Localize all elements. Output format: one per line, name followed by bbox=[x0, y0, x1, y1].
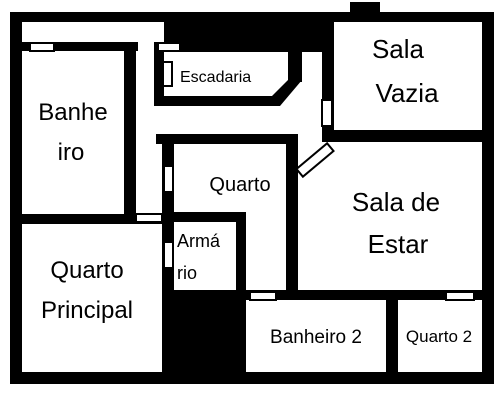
wall-banheiro2-right bbox=[386, 300, 398, 374]
wall-banheiro-right bbox=[124, 42, 136, 218]
door-armario bbox=[163, 241, 174, 269]
outer-wall-right bbox=[482, 12, 494, 384]
wall-escadaria-bottom bbox=[154, 96, 278, 106]
wall-escadaria-right bbox=[288, 42, 302, 82]
wall-escadaria-top bbox=[154, 42, 302, 51]
door-banheiro-bottom bbox=[135, 213, 163, 223]
outer-wall-left bbox=[10, 12, 22, 384]
door-banheiro-2 bbox=[249, 291, 277, 301]
label-quarto-principal-line2: Principal bbox=[41, 297, 133, 324]
label-banheiro-line2: iro bbox=[58, 139, 85, 166]
label-sala-de-estar-line2: Estar bbox=[368, 229, 429, 259]
label-quarto-principal-line1: Quarto bbox=[50, 257, 123, 284]
door-sala-vazia bbox=[321, 99, 333, 127]
wall-sala-estar-bottom bbox=[236, 290, 494, 300]
door-quarto bbox=[163, 165, 174, 193]
label-sala-vazia-line2: Vazia bbox=[375, 78, 439, 108]
label-escadaria: Escadaria bbox=[180, 69, 251, 86]
label-quarto: Quarto bbox=[209, 174, 270, 196]
walls bbox=[10, 2, 494, 384]
label-armario-line2: rio bbox=[177, 263, 197, 283]
room-labels: Banhe iro Escadaria Sala Vazia Quarto Sa… bbox=[38, 34, 472, 348]
outer-wall-bottom bbox=[10, 372, 494, 384]
wall-banheiro-top bbox=[22, 42, 138, 51]
wall-tab-top bbox=[350, 2, 380, 16]
label-sala-vazia-line1: Sala bbox=[372, 34, 425, 64]
door-escadaria-top bbox=[157, 42, 181, 52]
doors bbox=[29, 42, 475, 301]
wall-escadaria-left bbox=[154, 42, 164, 104]
label-quarto-2: Quarto 2 bbox=[406, 327, 472, 346]
lower-shaft bbox=[164, 290, 246, 374]
door-banheiro-top bbox=[29, 42, 55, 52]
wall-armario-top bbox=[174, 212, 246, 222]
door-escadaria-left bbox=[162, 61, 173, 87]
wall-banheiro-bottom bbox=[22, 214, 170, 224]
label-sala-de-estar-line1: Sala de bbox=[352, 187, 440, 217]
label-banheiro-2: Banheiro 2 bbox=[270, 327, 362, 348]
label-armario-line1: Armá bbox=[177, 231, 221, 251]
wall-principal-right bbox=[162, 214, 174, 374]
wall-sala-vazia-bottom bbox=[322, 130, 494, 142]
door-sala-de-estar bbox=[295, 141, 335, 179]
wall-quarto-top bbox=[156, 134, 290, 144]
door-quarto-2 bbox=[445, 291, 475, 301]
label-banheiro-line1: Banhe bbox=[38, 99, 107, 126]
wall-quarto-right bbox=[286, 134, 298, 300]
wall-escadaria-corner bbox=[272, 80, 302, 106]
